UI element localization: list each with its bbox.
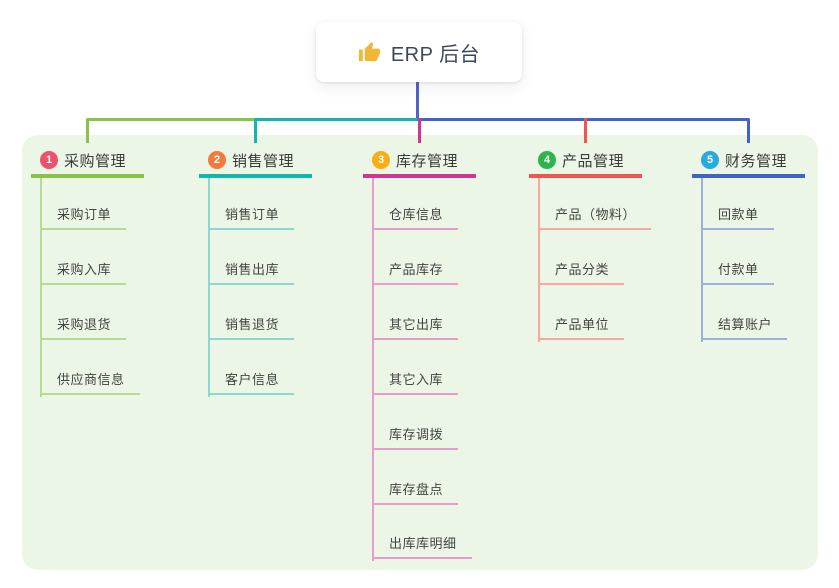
child-connector-line [372, 178, 374, 562]
child-label: 库存盘点 [389, 481, 444, 497]
child-node[interactable]: 销售订单 [208, 204, 295, 230]
branch-label: 销售管理 [232, 152, 295, 170]
child-label: 产品（物料） [555, 207, 637, 222]
branch-node[interactable]: 1 采购管理 [31, 146, 144, 178]
background-panel [22, 135, 818, 570]
branch-node[interactable]: 2 销售管理 [199, 146, 312, 178]
child-node[interactable]: 库存盘点 [372, 479, 459, 505]
branch-node[interactable]: 3 库存管理 [363, 146, 476, 178]
branch-badge: 2 [208, 151, 226, 169]
thumbs-up-icon [358, 41, 381, 64]
root-node[interactable]: ERP 后台 [316, 22, 522, 82]
child-node[interactable]: 产品（物料） [538, 204, 652, 230]
child-node[interactable]: 仓库信息 [372, 204, 459, 230]
child-node[interactable]: 结算账户 [701, 314, 788, 340]
branch-label: 产品管理 [562, 152, 625, 170]
child-node[interactable]: 产品库存 [372, 259, 459, 285]
child-connector-line [40, 178, 42, 397]
child-node[interactable]: 产品分类 [538, 259, 625, 285]
child-label: 回款单 [718, 207, 759, 222]
branch-label: 财务管理 [725, 152, 788, 170]
child-label: 采购订单 [57, 207, 112, 222]
child-label: 供应商信息 [57, 371, 125, 387]
child-label: 其它入库 [389, 371, 444, 387]
child-node[interactable]: 销售出库 [208, 259, 295, 285]
child-node[interactable]: 采购入库 [40, 259, 127, 285]
child-label: 出库库明细 [389, 536, 457, 552]
branch-badge: 1 [40, 151, 58, 169]
branch-badge: 5 [701, 151, 719, 169]
child-node[interactable]: 其它入库 [372, 369, 459, 395]
child-connector-line [538, 178, 540, 342]
child-node[interactable]: 销售退货 [208, 314, 295, 340]
child-label: 采购入库 [57, 261, 112, 277]
branch-node[interactable]: 4 产品管理 [529, 146, 642, 178]
child-node[interactable]: 产品单位 [538, 314, 625, 340]
child-node[interactable]: 付款单 [701, 259, 774, 285]
child-label: 销售出库 [225, 261, 280, 277]
child-node[interactable]: 采购订单 [40, 204, 127, 230]
child-label: 销售退货 [225, 316, 280, 332]
child-connector-line [701, 178, 703, 342]
child-node[interactable]: 其它出库 [372, 314, 459, 340]
child-label: 库存调拨 [389, 426, 444, 442]
branch-badge: 3 [372, 151, 390, 169]
child-label: 结算账户 [718, 316, 773, 332]
root-label: ERP 后台 [390, 43, 481, 66]
branch-node[interactable]: 5 财务管理 [692, 146, 805, 178]
child-label: 产品库存 [389, 261, 444, 277]
child-node[interactable]: 库存调拨 [372, 424, 459, 450]
child-label: 采购退货 [57, 316, 112, 332]
child-label: 客户信息 [225, 371, 280, 387]
branch-label: 库存管理 [396, 152, 459, 170]
child-node[interactable]: 客户信息 [208, 369, 295, 395]
child-node[interactable]: 供应商信息 [40, 369, 140, 395]
child-node[interactable]: 回款单 [701, 204, 774, 230]
child-node[interactable]: 采购退货 [40, 314, 127, 340]
branch-label: 采购管理 [64, 152, 127, 170]
child-node[interactable]: 出库库明细 [372, 533, 472, 560]
child-label: 付款单 [718, 261, 759, 277]
child-label: 其它出库 [389, 316, 444, 332]
child-label: 仓库信息 [389, 207, 444, 222]
child-label: 产品分类 [555, 261, 610, 277]
branch-badge: 4 [538, 151, 556, 169]
child-label: 产品单位 [555, 316, 610, 332]
child-connector-line [208, 178, 210, 397]
child-label: 销售订单 [225, 207, 280, 222]
